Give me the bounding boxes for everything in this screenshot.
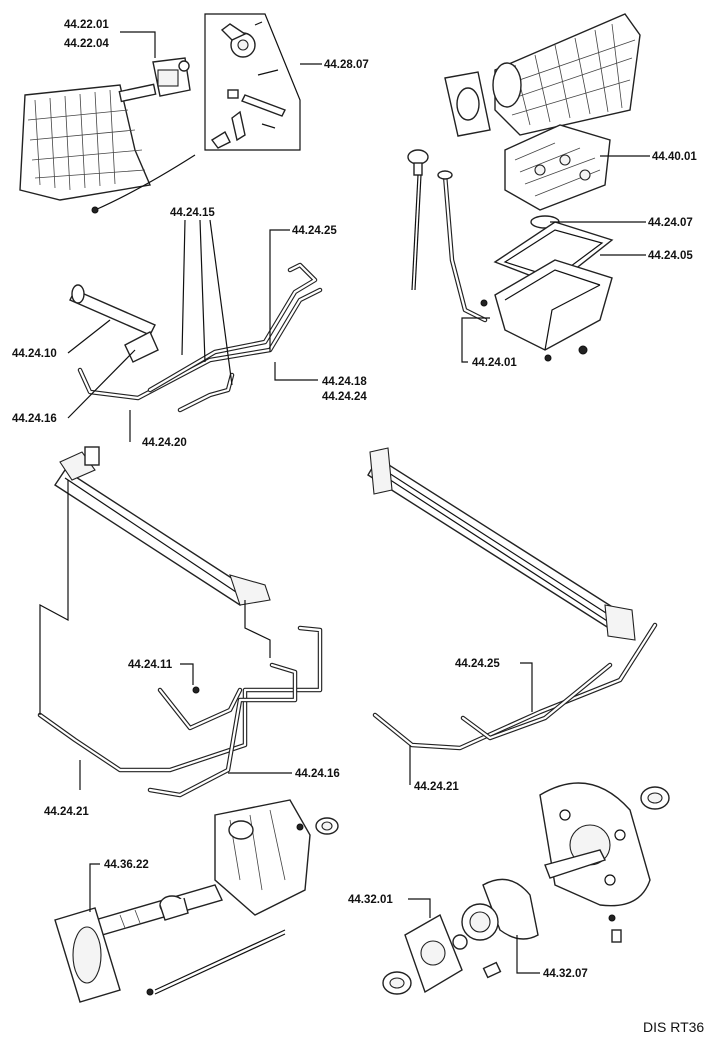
- diagram-reference: DIS RT36: [643, 1019, 704, 1035]
- part-label: 44.32.07: [543, 968, 588, 980]
- pump-seal-ring: [640, 786, 670, 810]
- part-label: 44.24.05: [648, 250, 693, 262]
- pump-gasket: [482, 878, 539, 940]
- automatic-transmission-case: [492, 13, 641, 136]
- output-shaft: [94, 884, 223, 936]
- cooler-pipes-right: [372, 622, 658, 751]
- oil-pump-body: [539, 782, 651, 907]
- cooler-pipe-assembly-upper: [77, 262, 323, 413]
- bearing-sleeve: [159, 895, 189, 921]
- part-label: 44.24.11: [128, 659, 173, 671]
- cooler-pipes-left: [37, 625, 323, 798]
- oil-cooler-left: [54, 446, 271, 606]
- part-label: 44.24.01: [472, 357, 517, 369]
- pump-cover: [404, 913, 468, 994]
- leader-lines: [39, 31, 650, 974]
- pump-bolt: [482, 914, 622, 979]
- cooler-pipe-bracket: [69, 284, 159, 363]
- part-label: 44.36.22: [104, 859, 149, 871]
- part-label: 44.24.10: [12, 348, 57, 360]
- part-label: 44.24.16: [295, 768, 340, 780]
- part-label: 44.22.01: [64, 19, 109, 31]
- part-label: 44.40.01: [652, 151, 697, 163]
- gear-selector-housing: [152, 57, 191, 97]
- sump-pan: [480, 259, 613, 362]
- oil-cooler-right: [367, 447, 636, 641]
- breather-pipe: [146, 929, 286, 996]
- pump-gear-ring: [461, 903, 499, 941]
- part-label: 44.24.15: [170, 207, 215, 219]
- part-label: 44.24.25: [292, 225, 337, 237]
- part-label: 44.24.21: [414, 781, 459, 793]
- part-label: 44.28.07: [324, 59, 369, 71]
- part-label: 44.24.18: [322, 376, 367, 388]
- dipstick: [407, 149, 429, 291]
- part-label: 44.24.21: [44, 806, 89, 818]
- gearbox-rear-housing: [19, 83, 196, 214]
- part-label: 44.24.07: [648, 217, 693, 229]
- part-label: 44.24.16: [12, 413, 57, 425]
- oil-seal: [315, 817, 339, 835]
- adaptor-plate: [444, 71, 491, 137]
- bell-housing: [54, 907, 121, 1003]
- part-label: 44.32.01: [348, 894, 393, 906]
- filler-tube: [437, 170, 488, 323]
- pump-bearing-ring: [382, 971, 412, 995]
- selector-kit-box: [204, 13, 301, 151]
- part-label: 44.24.20: [142, 437, 187, 449]
- valve-block: [504, 124, 611, 211]
- extension-housing: [214, 799, 311, 916]
- part-label: 44.24.24: [322, 391, 367, 403]
- part-label: 44.22.04: [64, 38, 109, 50]
- part-label: 44.24.25: [455, 658, 500, 670]
